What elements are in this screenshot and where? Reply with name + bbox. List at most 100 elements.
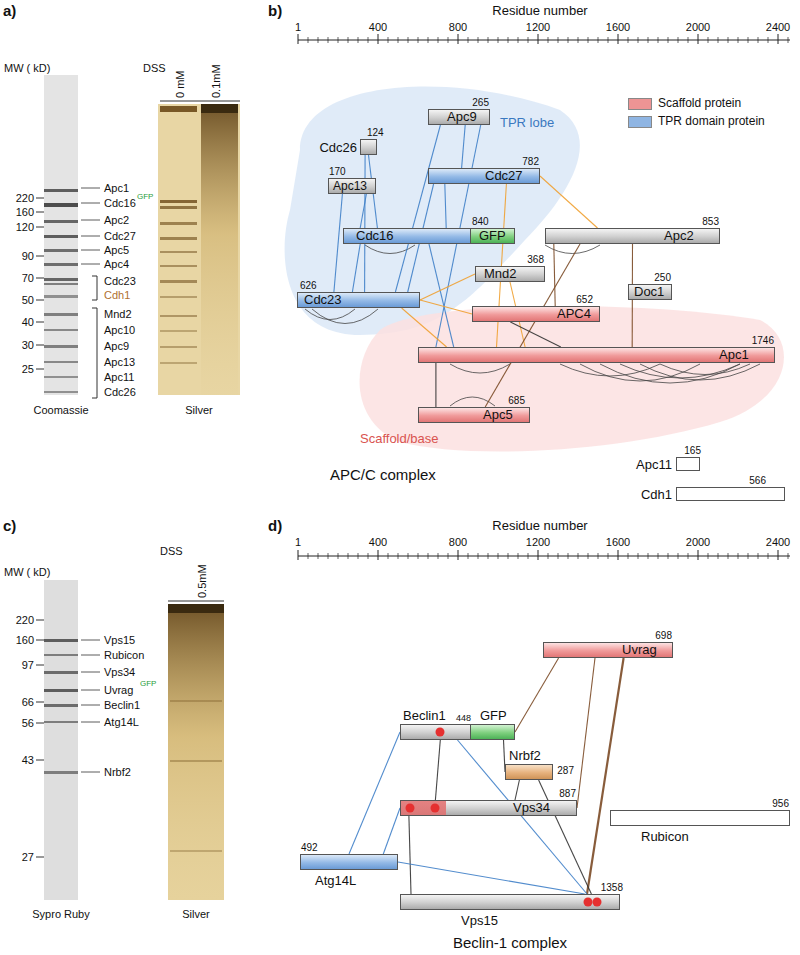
axis-tick (368, 37, 369, 43)
text-label: Uvrag (104, 684, 133, 697)
gel-band (201, 104, 238, 113)
crosslink-line (349, 732, 400, 854)
length-label: 782 (522, 156, 539, 168)
text-label: Apc11 (104, 371, 134, 384)
axis-tick (518, 37, 519, 43)
gel-band (44, 203, 78, 207)
axis-tick (338, 553, 339, 559)
text-label: 1 (295, 21, 301, 34)
text-label: Rubicon (104, 649, 144, 662)
protein-bar: Cdc23626 (297, 292, 420, 308)
text-label: Silver (182, 908, 210, 921)
axis-tick (478, 553, 479, 559)
axis-tick (458, 34, 459, 44)
axis-tick (608, 37, 609, 43)
text-label: Apc13 (104, 356, 135, 369)
tag-segment: GFP (470, 228, 515, 244)
axis-tick (388, 37, 389, 43)
axis-tick (308, 553, 309, 559)
axis-tick (418, 37, 419, 43)
protein-bar: Uvrag698 (543, 642, 673, 658)
axis-tick (488, 37, 489, 43)
protein-name: Apc11 (636, 457, 672, 473)
axis-tick (408, 37, 409, 43)
protein-name: Cdc23 (304, 293, 342, 307)
text-label: 0 mM (174, 71, 187, 99)
axis-tick (488, 553, 489, 559)
marker-tick (36, 227, 44, 228)
marker-tick (36, 345, 44, 346)
text-label: Apc10 (104, 324, 135, 337)
protein-bar: Vps34887 (400, 800, 577, 816)
crosslink-line (510, 322, 560, 347)
band-tick (81, 705, 100, 706)
text-label: Apc5 (104, 244, 129, 257)
axis-line (298, 40, 790, 41)
gel-band (44, 345, 78, 348)
protein-name: Atg14L (315, 873, 356, 889)
crosslink-line (360, 194, 366, 228)
axis-tick (398, 37, 399, 43)
protein-name: GFP (479, 229, 506, 243)
protein-name: Rubicon (641, 829, 689, 845)
text-label: 56 (22, 717, 34, 730)
crosslink-line (420, 300, 472, 314)
text-label: 120 (16, 221, 34, 234)
text-label: DSS (160, 545, 183, 558)
crosslink-line (458, 740, 588, 894)
axis-tick (448, 553, 449, 559)
axis-tick (668, 37, 669, 43)
lane-rule (168, 601, 224, 602)
axis-tick (748, 37, 749, 43)
axis-tick (788, 553, 789, 559)
band-tick (81, 220, 100, 221)
axis-tick (338, 37, 339, 43)
gel-band (160, 280, 197, 283)
gel-band (160, 200, 197, 203)
length-label: 448 (456, 713, 471, 724)
axis-tick (778, 34, 779, 44)
legend-text: Scaffold protein (658, 97, 741, 111)
text-label: Sypro Ruby (32, 908, 89, 921)
axis-tick (718, 37, 719, 43)
length-label: 265 (472, 97, 489, 109)
text-label: 160 (16, 634, 34, 647)
gel-band (44, 721, 78, 723)
gel-band (44, 771, 78, 774)
tag-segment: GFP (470, 724, 515, 740)
text-label: 1600 (606, 536, 630, 549)
length-label: 250 (654, 272, 671, 284)
gel-band (160, 265, 197, 267)
gel-band (44, 249, 78, 252)
protein-bar: APC4652 (472, 306, 600, 322)
scaffold-region (360, 306, 784, 451)
axis-tick (578, 553, 579, 559)
crosslink-line (587, 658, 624, 894)
axis-tick (318, 37, 319, 43)
axis-tick (578, 37, 579, 43)
self-link-arc (312, 309, 378, 324)
axis-tick (508, 553, 509, 559)
crosslink-line (383, 808, 400, 854)
lane-rule (160, 101, 240, 102)
crosslink-line (395, 125, 440, 292)
axis-tick (648, 553, 649, 559)
text-label: 2000 (686, 21, 710, 34)
protein-name: Beclin1 (403, 708, 446, 724)
text-label: Mnd2 (104, 308, 132, 321)
gel-band (44, 235, 78, 238)
text-label: MW ( kD) (4, 62, 50, 75)
text-label: 220 (16, 614, 34, 627)
gel-band (44, 313, 78, 316)
axis-tick (788, 37, 789, 43)
band-tick (81, 640, 100, 641)
length-label: 124 (367, 127, 384, 139)
axis-tick (618, 550, 619, 560)
gel-band (160, 296, 197, 298)
text-label: 400 (369, 21, 387, 34)
text-label: 220 (16, 192, 34, 205)
protein-name: Nrbf2 (509, 748, 541, 764)
length-label: 685 (508, 395, 525, 407)
gel-band (44, 278, 78, 281)
gel-band (44, 689, 78, 692)
